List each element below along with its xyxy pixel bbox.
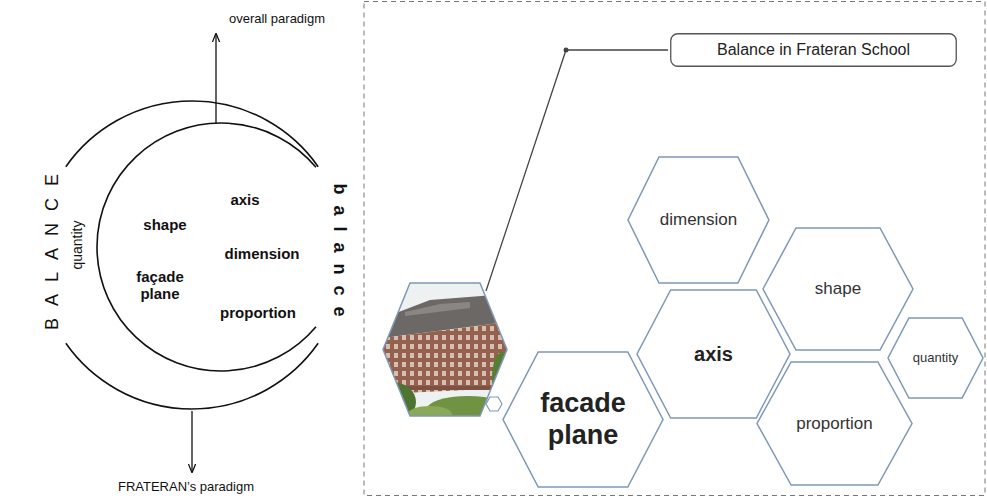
paradigm-label: FRATERAN’s paradigm [118, 479, 254, 494]
photo-hexagon [383, 283, 507, 416]
hexagon-shape [763, 228, 913, 350]
paradigm-arrow [191, 411, 192, 472]
hexagon-label: quantity [913, 351, 959, 366]
paradigm-label: overall paradigm [229, 11, 325, 26]
hexagon-shape [757, 362, 912, 485]
outer-term: quantity [69, 220, 85, 269]
paradigm-arrow [215, 34, 216, 123]
term-hexagon: proportion [757, 362, 912, 485]
hexagon-label: axis [694, 343, 733, 366]
outer-circle: BALANCEquantitybalanceaxisshapedimension… [37, 100, 347, 410]
balance-term: axis [230, 191, 259, 208]
hexagon-shape [503, 352, 663, 487]
hexagon-label: shape [815, 279, 861, 299]
hexagon-label: proportion [796, 414, 873, 434]
balance-term: shape [143, 216, 186, 233]
term-hexagon: quantity [888, 318, 983, 398]
circle-arc [66, 343, 318, 409]
balance-term: dimension [224, 245, 299, 262]
circle-arc [97, 123, 316, 371]
term-hexagon: facade plane [503, 352, 663, 487]
hexagon-label: facade plane [540, 388, 626, 450]
term-hexagon: shape [763, 228, 913, 350]
circle-arc [66, 101, 318, 167]
small-hexagon [486, 397, 502, 411]
hexagon-shape [628, 157, 769, 283]
arc-title: balance [330, 168, 351, 331]
leader-line [486, 50, 668, 291]
panel-frame [364, 2, 985, 496]
balance-term: proportion [220, 304, 296, 321]
leader-dot [564, 48, 569, 53]
callout-box: Balance in Frateran School [670, 33, 957, 67]
circle-outline [96, 122, 346, 372]
term-hexagon: axis [637, 290, 790, 418]
hexagon-shape [637, 290, 790, 418]
hexagon-shape [888, 318, 983, 398]
term-hexagon: dimension [628, 157, 769, 283]
balance-term: façade plane [136, 268, 184, 303]
arc-title: BALANCE [42, 158, 63, 346]
callout-title: Balance in Frateran School [717, 41, 910, 59]
box-shape [671, 34, 957, 67]
inner-circle: balanceaxisshapedimensionfaçade planepro… [96, 122, 346, 372]
hexagon-label: dimension [660, 210, 738, 230]
building-photo [368, 280, 512, 424]
